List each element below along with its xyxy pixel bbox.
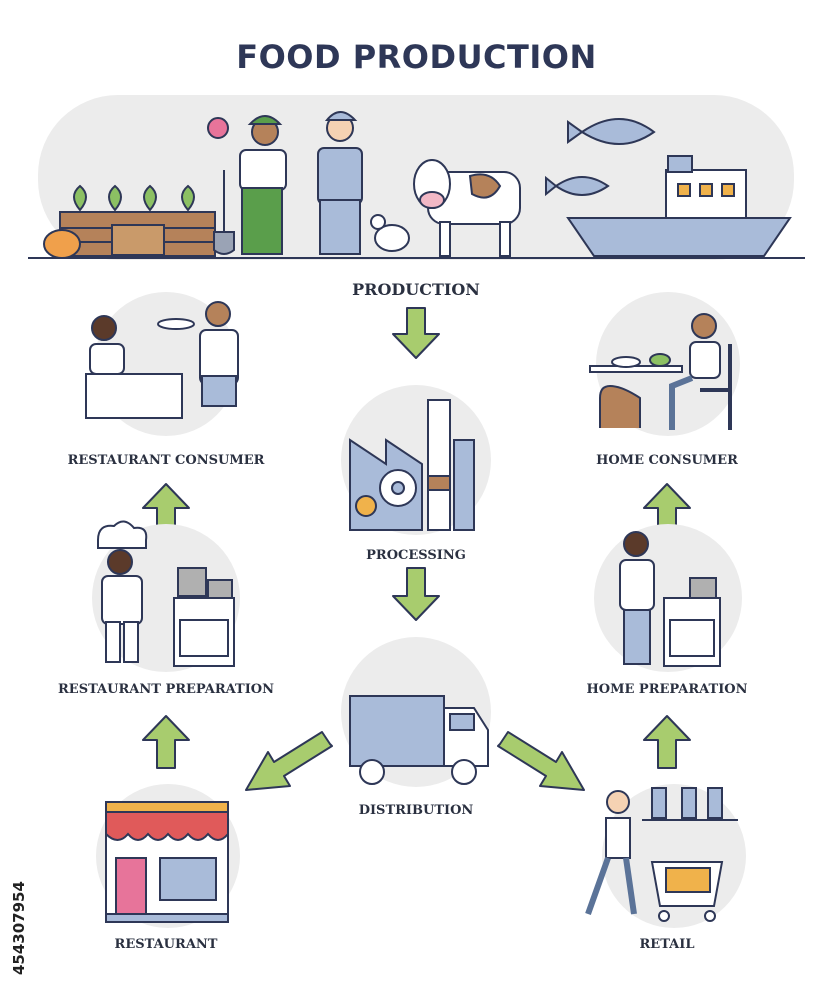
retail-illustration [585,784,746,928]
shopper-icon [585,790,637,916]
restaurant-illustration [96,784,240,928]
farmer-thumbs-up-icon [317,111,363,255]
stock-id-text: 454307954 [10,881,28,975]
shopping-cart-icon [650,861,724,922]
arrow-production-to-processing [392,307,440,359]
farmer-icon [207,115,287,255]
diner-icon [89,315,125,375]
restaurant-preparation-illustration [92,520,240,672]
chef-icon [97,520,148,663]
small-gear-icon [355,495,377,517]
node-label-restaurant: RESTAURANT [114,937,218,952]
storefront-icon [105,801,229,923]
node-label-processing: PROCESSING [366,548,466,563]
shovel-icon [213,170,235,255]
chicken-icon [370,214,410,252]
home-preparation-illustration [594,524,742,672]
cat-icon [599,384,641,428]
arrow-restaurant-to-preparation [142,715,190,769]
restaurant-consumer-illustration [85,292,239,436]
node-label-restaurant-consumer: RESTAURANT CONSUMER [67,453,265,468]
arrow-distribution-to-restaurant [245,731,333,791]
fish-icon [545,118,656,197]
arrow-retail-to-home-preparation [643,715,691,769]
stock-id-watermark: 454307954 [10,881,28,975]
arrow-processing-to-distribution [392,567,440,621]
production-illustration [28,95,805,260]
node-label-restaurant-preparation: RESTAURANT PREPARATION [57,682,274,697]
node-label-production: PRODUCTION [352,280,480,299]
distribution-illustration [341,637,491,787]
node-label-retail: RETAIL [639,937,695,952]
processing-illustration [341,385,491,535]
home-consumer-illustration [589,292,740,436]
chair-icon [700,344,732,430]
fishing-boat-icon [566,155,792,257]
stove-icon [173,567,235,667]
cow-icon [413,159,521,257]
home-diner-icon [669,313,721,430]
garden-bed-icon [43,184,216,259]
diagram-title: FOOD PRODUCTION [236,38,597,76]
node-label-home-consumer: HOME CONSUMER [596,453,738,468]
node-label-distribution: DISTRIBUTION [358,803,474,818]
arrow-distribution-to-retail [497,731,585,791]
waiter-icon [157,301,239,407]
node-label-home-preparation: HOME PREPARATION [586,682,748,697]
truck-icon [349,695,489,785]
home-cook-icon [619,531,655,665]
stove-icon [663,577,721,667]
